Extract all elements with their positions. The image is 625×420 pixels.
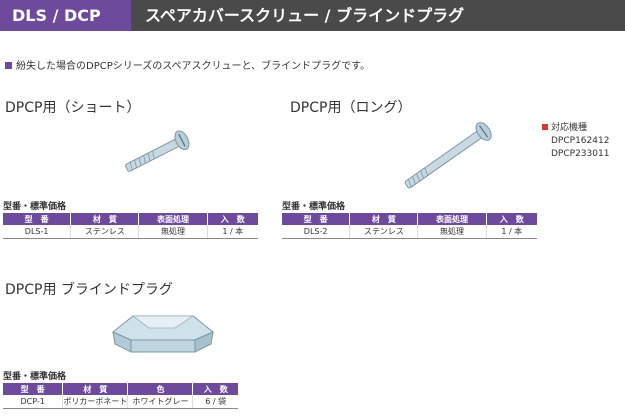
cell-quantity: 1 / 本 (486, 225, 537, 239)
cell-material: ポリカーボネート (62, 395, 129, 409)
th-finish: 表面処理 (138, 213, 208, 225)
bullet-square-icon (5, 62, 12, 69)
th-finish: 表面処理 (417, 213, 487, 225)
th-material: 材 質 (70, 213, 140, 225)
table-row: DLS-2 ステンレス 無処理 1 / 本 (282, 225, 537, 239)
blind-plug-image (112, 315, 214, 353)
cell-material: ステンレス (349, 225, 419, 239)
th-quantity: 入 数 (486, 213, 537, 225)
th-material: 材 質 (349, 213, 419, 225)
intro-text: 紛失した場合のDPCPシリーズのスペアスクリューと、ブラインドプラグです。 (5, 57, 370, 72)
th-quantity: 入 数 (207, 213, 258, 225)
th-material: 材 質 (62, 383, 129, 395)
cell-quantity: 1 / 本 (207, 225, 258, 239)
compatible-models: 対応機種 DPCP162412 DPCP233011 (542, 122, 609, 161)
th-model: 型 番 (3, 383, 64, 395)
spec-table-plug: 型 番 材 質 色 入 数 DCP-1 ポリカーボネート ホワイトグレー 6 /… (3, 383, 238, 409)
section-title-long: DPCP用（ロング） (290, 100, 412, 116)
th-model: 型 番 (282, 213, 351, 225)
models-label: 対応機種 (551, 123, 588, 133)
cell-model: DLS-2 (282, 225, 351, 239)
section-title-short: DPCP用（ショート） (5, 100, 141, 116)
section-title-plug: DPCP用 ブラインドプラグ (5, 282, 173, 298)
cell-finish: 無処理 (138, 225, 208, 239)
th-quantity: 入 数 (192, 383, 238, 395)
th-color: 色 (127, 383, 194, 395)
th-model: 型 番 (3, 213, 72, 225)
spec-label-long: 型番・標準価格 (282, 202, 346, 212)
model-item: DPCP162412 (551, 136, 610, 146)
cell-finish: 無処理 (417, 225, 487, 239)
long-screw-image (404, 122, 492, 189)
spec-label-plug: 型番・標準価格 (3, 372, 67, 382)
spec-label-short: 型番・標準価格 (3, 202, 67, 212)
spec-table-short: 型 番 材 質 表面処理 入 数 DLS-1 ステンレス 無処理 1 / 本 (3, 213, 258, 239)
cell-quantity: 6 / 袋 (192, 395, 238, 409)
short-screw-image (125, 130, 190, 172)
bullet-square-icon (542, 124, 548, 130)
model-item: DPCP233011 (551, 149, 610, 159)
table-row: DCP-1 ポリカーボネート ホワイトグレー 6 / 袋 (3, 395, 238, 409)
cell-model: DCP-1 (3, 395, 64, 409)
page-title: スペアカバースクリュー / ブラインドプラグ (131, 0, 625, 31)
page-header: DLS / DCP スペアカバースクリュー / ブラインドプラグ (0, 0, 625, 31)
cell-model: DLS-1 (3, 225, 72, 239)
series-label: DLS / DCP (0, 0, 131, 31)
spec-table-long: 型 番 材 質 表面処理 入 数 DLS-2 ステンレス 無処理 1 / 本 (282, 213, 537, 239)
cell-material: ステンレス (70, 225, 140, 239)
cell-color: ホワイトグレー (127, 395, 194, 409)
table-row: DLS-1 ステンレス 無処理 1 / 本 (3, 225, 258, 239)
